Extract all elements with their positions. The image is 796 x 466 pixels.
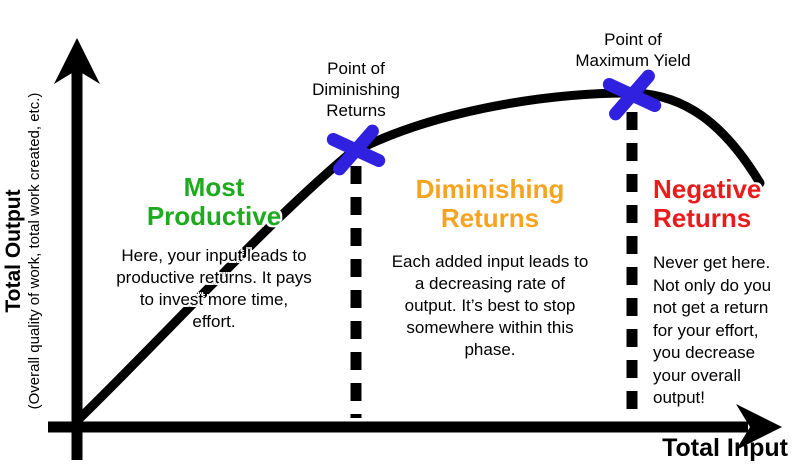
phase-divider-lines	[350, 112, 638, 418]
x-markers	[326, 69, 662, 176]
x-axis-arrowhead-icon	[736, 404, 782, 450]
x-axis-label: Total Input	[662, 434, 788, 462]
axis-arrowheads	[54, 38, 782, 450]
y-axis-subtitle: (Overall quality of work, total work cre…	[26, 92, 44, 410]
y-axis-title: Total Output	[2, 189, 25, 313]
max-yield-x-marker-icon	[602, 69, 662, 121]
production-curve	[73, 88, 765, 425]
axes	[48, 68, 748, 460]
y-axis-arrowhead-icon	[54, 38, 100, 84]
y-axis-label: Total Output (Overall quality of work, t…	[1, 71, 53, 431]
diminishing-returns-x-marker-icon	[326, 124, 386, 176]
